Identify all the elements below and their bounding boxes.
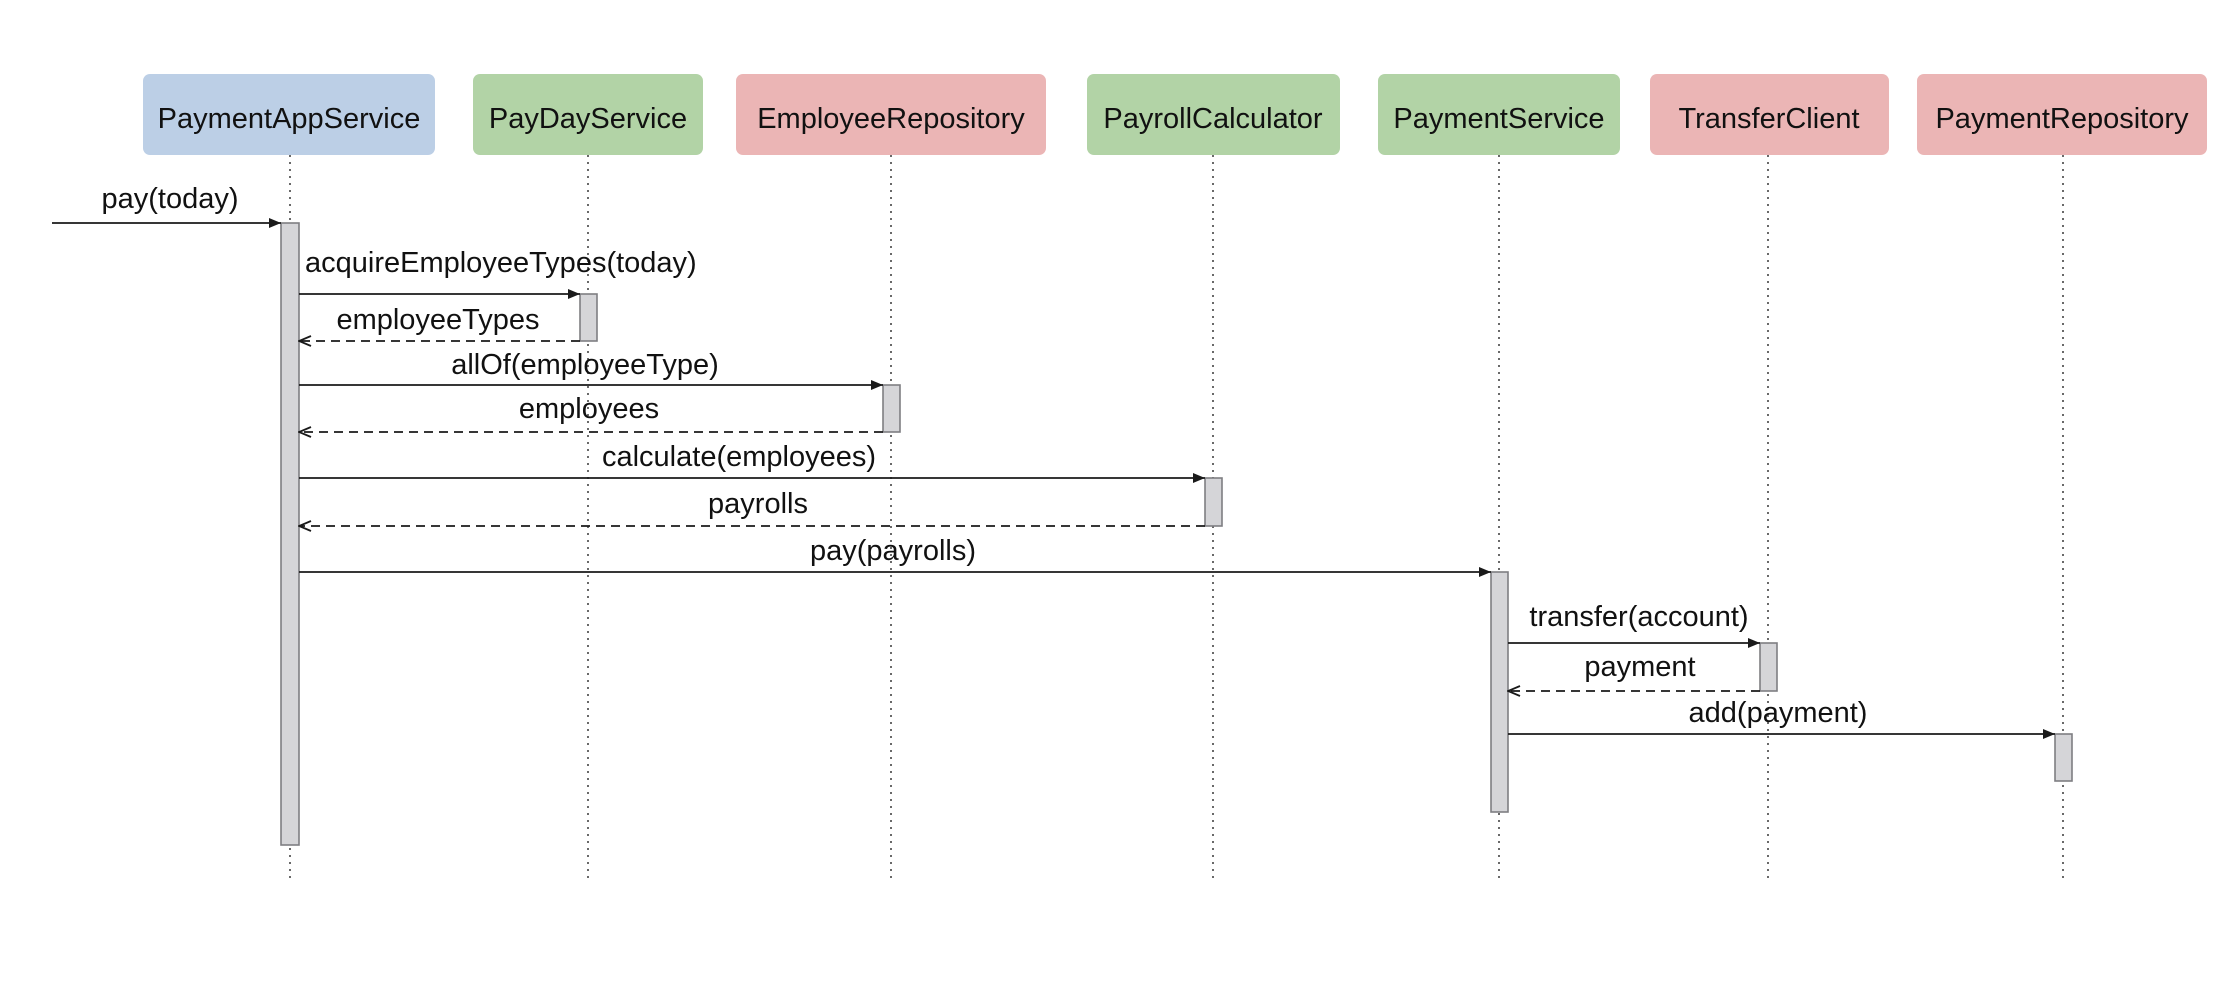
message-all-of: allOf(employeeType) (299, 349, 883, 390)
activation-payday-service (579, 293, 598, 342)
message-label: pay(today) (101, 183, 238, 215)
participant-payroll-calculator: PayrollCalculator (1087, 74, 1340, 155)
participant-payday-service: PayDayService (473, 74, 703, 155)
activation-payment-app-service (280, 222, 300, 846)
message-label: transfer(account) (1529, 601, 1748, 633)
activation-transfer-client (1759, 642, 1778, 692)
activation-employee-repository (882, 384, 901, 433)
participant-box (1378, 74, 1620, 155)
activations (280, 222, 2073, 846)
participant-box (1650, 74, 1889, 155)
message-employees-return: employees (299, 393, 883, 432)
participant-box (473, 74, 703, 155)
participant-label: PayDayService (489, 103, 687, 135)
message-add-payment: add(payment) (1508, 697, 2055, 739)
message-pay-payrolls: pay(payrolls) (299, 535, 1491, 577)
participant-box (143, 74, 435, 155)
participant-label: EmployeeRepository (757, 103, 1025, 135)
message-pay-today: pay(today) (52, 183, 281, 228)
participant-label: PaymentRepository (1935, 103, 2189, 135)
message-label: employees (519, 393, 659, 425)
message-payment-return: payment (1508, 651, 1760, 691)
participant-label: PaymentAppService (158, 103, 421, 135)
message-label: pay(payrolls) (810, 535, 976, 567)
participant-label: PaymentService (1393, 103, 1604, 135)
participant-label: TransferClient (1678, 103, 1859, 135)
message-label: payrolls (708, 488, 808, 520)
message-label: add(payment) (1689, 697, 1868, 729)
message-calculate: calculate(employees) (299, 441, 1205, 483)
activation-payment-repository (2054, 733, 2073, 782)
participant-label: PayrollCalculator (1103, 103, 1323, 135)
message-label: allOf(employeeType) (451, 349, 719, 381)
message-label: acquireEmployeeTypes(today) (305, 247, 697, 279)
messages: pay(today) acquireEmployeeTypes(today) e… (52, 183, 2055, 739)
message-label: payment (1584, 651, 1695, 683)
activation-payroll-calculator (1204, 477, 1223, 527)
participant-payment-repository: PaymentRepository (1917, 74, 2207, 155)
activation-payment-service (1490, 571, 1509, 813)
participant-payment-service: PaymentService (1378, 74, 1620, 155)
participant-box (1917, 74, 2207, 155)
participant-box (1087, 74, 1340, 155)
message-label: calculate(employees) (602, 441, 876, 473)
participant-transfer-client: TransferClient (1650, 74, 1889, 155)
message-label: employeeTypes (336, 304, 539, 336)
message-employee-types-return: employeeTypes (299, 304, 580, 341)
participant-box (736, 74, 1046, 155)
message-transfer-account: transfer(account) (1508, 601, 1760, 648)
message-payrolls-return: payrolls (299, 488, 1205, 526)
participant-payment-app-service: PaymentAppService (143, 74, 435, 155)
participants: PaymentAppService PayDayService Employee… (143, 74, 2207, 155)
message-acquire-employee-types: acquireEmployeeTypes(today) (299, 247, 697, 299)
participant-employee-repository: EmployeeRepository (736, 74, 1046, 155)
